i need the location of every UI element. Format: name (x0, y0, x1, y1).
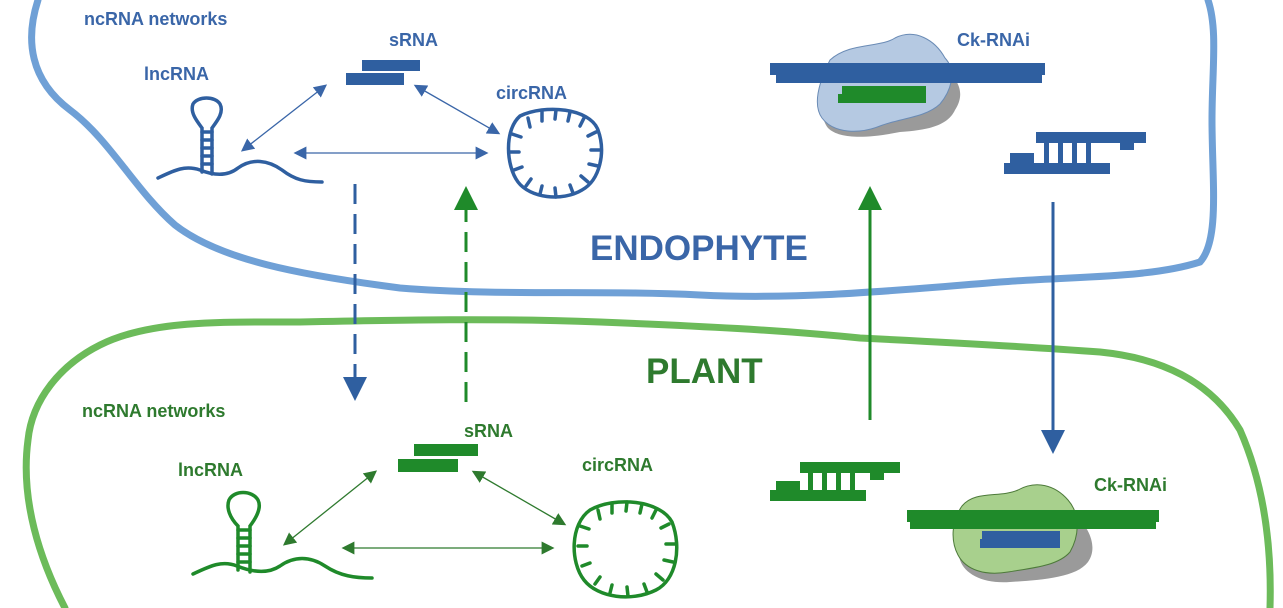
plant-lnc-srna-arrow (282, 470, 378, 546)
plant-released-srna-icon (770, 462, 900, 501)
plant-network-arrows (282, 470, 567, 555)
plant-lncrna-icon (191, 490, 374, 580)
plant-ckrnai-strand (907, 510, 1159, 529)
endophyte-title: ENDOPHYTE (590, 229, 808, 268)
endophyte-ckrnai-target (838, 86, 926, 103)
endophyte-lncrna-icon (156, 96, 324, 184)
endophyte-srna-icon (346, 60, 420, 85)
endophyte-ckrnai-complex (770, 33, 1045, 137)
plant-protein-blob (952, 484, 1078, 574)
plant-ckrnai-complex (907, 484, 1159, 583)
plant-lncrna-label: lncRNA (178, 460, 243, 480)
plant-cell-boundary (22, 316, 1274, 608)
plant-srna-circ-arrow (471, 470, 567, 526)
endophyte-networks-label: ncRNA networks (84, 9, 227, 29)
endophyte-srna-circ-arrow (413, 84, 501, 135)
endophyte-ckrnai-strand (770, 63, 1045, 83)
plant-circrna-label: circRNA (582, 455, 653, 475)
endophyte-released-srna-icon (1004, 132, 1146, 174)
plant-title: PLANT (646, 352, 763, 391)
endophyte-lncrna-label: lncRNA (144, 64, 209, 84)
endophyte-lnc-srna-arrow (240, 84, 328, 152)
endophyte-srna-label: sRNA (389, 30, 438, 50)
endophyte-cell-boundary (28, 0, 1218, 300)
endophyte-circrna-label: circRNA (496, 83, 567, 103)
plant-srna-icon (398, 444, 478, 472)
endophyte-ckrnai-label: Ck-RNAi (957, 30, 1030, 50)
plant-srna-label: sRNA (464, 421, 513, 441)
endophyte-network-arrows (240, 84, 501, 160)
plant-networks-label: ncRNA networks (82, 401, 225, 421)
plant-circrna-icon (572, 500, 679, 599)
plant-ckrnai-label: Ck-RNAi (1094, 475, 1167, 495)
endophyte-circrna-icon (506, 107, 604, 199)
plant-ckrnai-target (980, 531, 1060, 548)
